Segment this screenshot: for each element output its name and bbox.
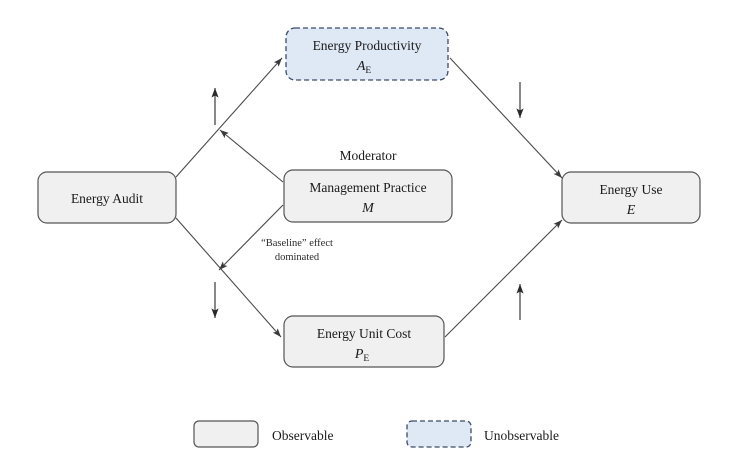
node-energy-use-symbol: E <box>626 203 636 218</box>
annotation-layer: Moderator “Baseline” effect dominated <box>261 148 397 263</box>
edge-layer <box>175 57 563 338</box>
edge-management-moderates-lower <box>218 204 284 271</box>
node-energy-productivity[interactable]: Energy Productivity AE <box>285 27 449 81</box>
node-layer: Energy Audit Energy Productivity AE Mana… <box>37 27 701 368</box>
legend: Observable Unobservable <box>193 420 559 448</box>
baseline-effect-note-line1: “Baseline” effect <box>261 238 333 249</box>
node-energy-unit-cost-shape[interactable] <box>283 315 445 368</box>
edge-productivity-to-use <box>449 57 563 179</box>
node-energy-use[interactable]: Energy Use E <box>561 171 701 224</box>
baseline-effect-note-line2: dominated <box>275 252 320 263</box>
node-energy-audit[interactable]: Energy Audit <box>37 171 177 224</box>
node-energy-use-shape[interactable] <box>561 171 701 224</box>
node-energy-audit-shape[interactable] <box>37 171 177 224</box>
legend-unobservable-swatch <box>406 420 472 448</box>
legend-observable-label: Observable <box>272 428 333 443</box>
node-energy-use-label: Energy Use <box>599 182 662 197</box>
legend-item-unobservable: Unobservable <box>406 420 559 448</box>
node-energy-productivity-label: Energy Productivity <box>313 38 422 53</box>
edge-cost-to-use <box>444 219 563 338</box>
node-management-practice[interactable]: Management Practice M <box>283 169 453 223</box>
node-energy-unit-cost[interactable]: Energy Unit Cost PE <box>283 315 445 368</box>
node-energy-productivity-shape[interactable] <box>285 27 449 81</box>
node-energy-unit-cost-label: Energy Unit Cost <box>317 326 411 341</box>
legend-item-observable: Observable <box>193 420 333 448</box>
node-management-practice-label: Management Practice <box>309 180 426 195</box>
node-energy-productivity-symbol: AE <box>356 59 372 76</box>
moderator-caption: Moderator <box>340 148 397 163</box>
node-energy-unit-cost-symbol: PE <box>354 347 370 364</box>
effect-marker-layer <box>211 82 524 320</box>
node-management-practice-symbol: M <box>361 201 375 216</box>
node-energy-audit-label: Energy Audit <box>71 191 143 206</box>
legend-observable-swatch <box>193 420 259 448</box>
node-management-practice-shape[interactable] <box>283 169 453 223</box>
legend-unobservable-label: Unobservable <box>484 428 559 443</box>
edge-audit-to-cost <box>175 217 282 338</box>
edge-management-moderates-upper <box>219 129 284 183</box>
edge-audit-to-productivity <box>175 57 283 178</box>
